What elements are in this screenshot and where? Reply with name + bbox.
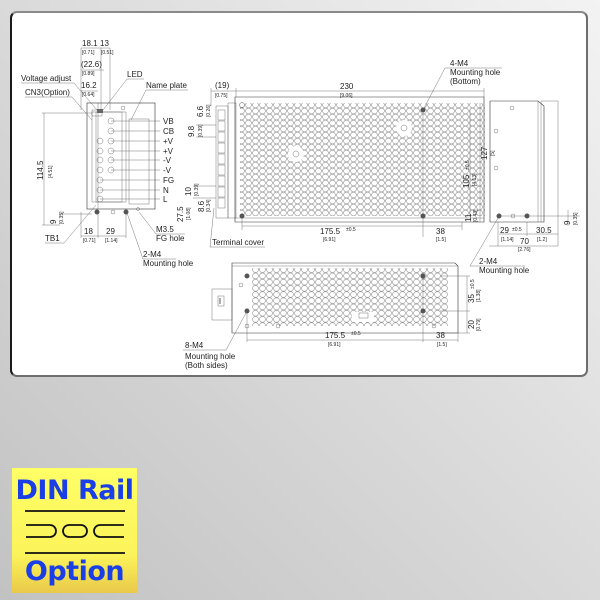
- label-voltage-adjust: Voltage adjust: [21, 74, 72, 83]
- dim-38-side-in: [1.5]: [437, 342, 447, 348]
- dim-9-in: [0.35]: [59, 211, 65, 224]
- dim-18-1: 18.1: [82, 39, 98, 48]
- dim-29-end-in: [1.14]: [501, 237, 514, 243]
- terminal-label-fg: FG: [163, 176, 174, 185]
- dim-11: 11: [464, 213, 473, 222]
- badge-subtitle: Option: [24, 556, 125, 587]
- label-tb1: TB1: [45, 234, 60, 243]
- label-mounting-hole-bottom: Mounting hole: [450, 68, 501, 77]
- dim-22-6: (22.6): [81, 60, 102, 69]
- dim-18-1-in: [0.71]: [82, 50, 95, 56]
- dim-10-in: [0.39]: [194, 183, 200, 196]
- dim-9-end: 9: [563, 220, 572, 225]
- dim-8-6: 8.6: [197, 200, 206, 212]
- top-view: (19) [0.75] 230 [9.06] 6.6 [0.26] 9.8 [0…: [176, 59, 502, 248]
- dim-127: 127: [480, 146, 489, 160]
- dim-38-top-in: [1.5]: [436, 237, 446, 243]
- label-4-m4: 4-M4: [450, 59, 469, 68]
- label-name-plate: Name plate: [146, 81, 187, 90]
- label-mounting-hole-side: Mounting hole: [185, 352, 236, 361]
- dim-127-in: [5]: [490, 150, 496, 156]
- dim-230: 230: [340, 82, 354, 91]
- dim-29-end-tol: ±0.5: [512, 227, 522, 233]
- dim-175-5-side: 175.5: [325, 331, 346, 340]
- dim-29-in: [1.14]: [105, 238, 118, 244]
- dim-70-in: [2.76]: [518, 247, 531, 253]
- dim-6-6-in: [0.26]: [206, 104, 212, 117]
- dim-105-in: [4.13]: [472, 173, 478, 186]
- terminal-label-pv2: +V: [163, 147, 174, 156]
- dim-16-2-in: [0.64]: [82, 92, 95, 98]
- dim-105: 105: [462, 174, 471, 188]
- dim-175-5-top-tol: ±0.5: [346, 227, 356, 233]
- dim-18: 18: [84, 227, 93, 236]
- dim-6-6: 6.6: [196, 105, 205, 117]
- badge-title: DIN Rail: [15, 475, 134, 506]
- dim-35-in: [1.38]: [476, 289, 482, 302]
- dim-16-2: 16.2: [81, 81, 97, 90]
- terminal-label-l: L: [163, 195, 168, 204]
- dim-114-5: 114.5: [36, 160, 45, 180]
- dim-38-top: 38: [436, 227, 445, 236]
- dim-175-5-side-in: [6.91]: [328, 342, 341, 348]
- dim-70: 70: [520, 237, 529, 246]
- dim-8-6-in: [0.34]: [206, 199, 212, 212]
- terminal-label-nv2: -V: [163, 166, 172, 175]
- dim-10: 10: [184, 187, 193, 196]
- dim-35-tol: ±0.5: [470, 279, 476, 289]
- din-rail-option-badge[interactable]: DIN Rail Option: [12, 468, 137, 593]
- label-led: LED: [127, 70, 143, 79]
- dim-11-in: [0.43]: [473, 209, 479, 222]
- dim-114-5-in: [4.51]: [48, 165, 54, 178]
- dim-35: 35: [467, 294, 476, 303]
- dim-30-5-in: [1.2]: [537, 237, 547, 243]
- dim-20: 20: [467, 320, 476, 329]
- dim-9-end-in: [0.35]: [573, 212, 579, 225]
- dim-230-in: [9.06]: [340, 93, 353, 99]
- dim-9: 9: [49, 219, 58, 224]
- dim-27-5: 27.5: [176, 206, 185, 222]
- terminal-label-pv1: +V: [163, 137, 174, 146]
- dim-30-5: 30.5: [536, 226, 552, 235]
- dim-9-8: 9.8: [187, 125, 196, 137]
- label-m3-5: M3.5: [156, 225, 174, 234]
- terminal-label-n: N: [163, 186, 169, 195]
- dim-38-side: 38: [436, 331, 445, 340]
- front-view: VB CB +V +V -V -V FG N L 18.1 13 [0.71] …: [21, 39, 194, 268]
- terminal-label-cb: CB: [163, 127, 174, 136]
- label-cn3-option: CN3(Option): [25, 88, 70, 97]
- dim-175-5-top-in: [6.91]: [323, 237, 336, 243]
- dim-9-8-in: [0.39]: [198, 124, 204, 137]
- dim-13: 13: [100, 39, 109, 48]
- dim-29-end: 29: [500, 226, 509, 235]
- label-mounting-hole-end: Mounting hole: [479, 266, 530, 275]
- end-view: 29 ±0.5 [1.14] 30.5 [1.2] 70 [2.76] 9 [0…: [469, 100, 580, 275]
- dim-29: 29: [106, 227, 115, 236]
- din-rail-icon: [24, 510, 125, 554]
- dim-13-in: [0.51]: [101, 50, 114, 56]
- dim-105-tol: ±0.5: [465, 160, 471, 170]
- label-terminal-cover: Terminal cover: [212, 238, 264, 247]
- dim-19-in: [0.75]: [215, 93, 228, 99]
- label-both-sides: (Both sides): [185, 361, 228, 370]
- dim-20-in: [0.79]: [476, 318, 482, 331]
- terminal-label-nv1: -V: [163, 156, 172, 165]
- dim-22-6-in: [0.89]: [82, 71, 95, 77]
- label-fg-hole: FG hole: [156, 234, 185, 243]
- label-2-m4-end: 2-M4: [479, 257, 498, 266]
- label-2-m4-front: 2-M4: [143, 250, 162, 259]
- label-bottom: (Bottom): [450, 77, 481, 86]
- label-8-m4: 8-M4: [185, 341, 204, 350]
- terminal-label-vb: VB: [163, 117, 174, 126]
- dim-175-5-top: 175.5: [320, 227, 341, 236]
- dim-175-5-side-tol: ±0.5: [351, 331, 361, 337]
- label-mounting-hole-front: Mounting hole: [143, 259, 194, 268]
- side-view: 175.5 ±0.5 [6.91] 38 [1.5] 35 ±0.5 [1.38…: [183, 262, 482, 370]
- dim-19: (19): [215, 81, 230, 90]
- dim-27-5-in: [1.08]: [186, 207, 192, 220]
- dim-18-in: [0.71]: [83, 238, 96, 244]
